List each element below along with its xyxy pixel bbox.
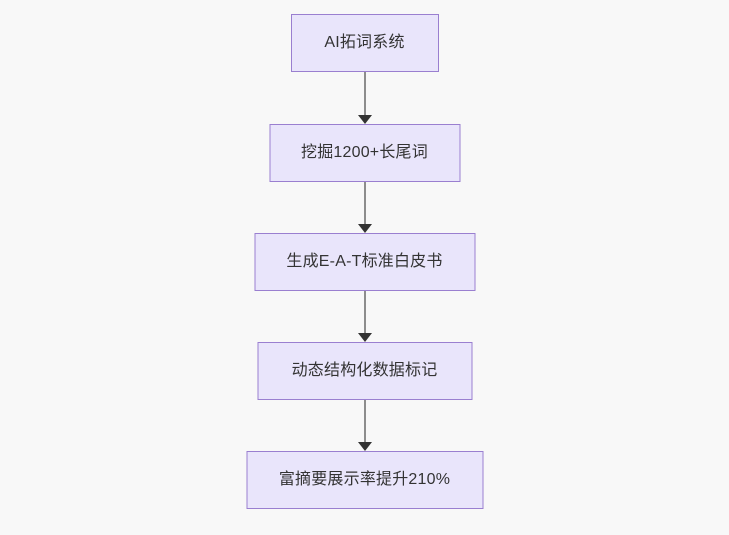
edge-line xyxy=(363,291,366,333)
edge-arrowhead-icon xyxy=(357,115,372,124)
edge-n2-n3 xyxy=(357,182,372,233)
edge-arrowhead-icon xyxy=(357,333,372,342)
edge-arrowhead-icon xyxy=(357,442,372,451)
flowchart-node-dynamic-structured-data-markup[interactable]: 动态结构化数据标记 xyxy=(257,342,472,400)
node-label: 挖掘1200+长尾词 xyxy=(301,144,428,161)
node-label: 生成E-A-T标准白皮书 xyxy=(286,253,443,270)
edge-n3-n4 xyxy=(357,291,372,342)
node-label: AI拓词系统 xyxy=(324,34,405,51)
node-label: 富摘要展示率提升210% xyxy=(278,471,451,488)
flowchart-node-ai-keyword-system[interactable]: AI拓词系统 xyxy=(290,14,439,72)
edge-arrowhead-icon xyxy=(357,224,372,233)
edge-line xyxy=(363,400,366,442)
edge-n1-n2 xyxy=(357,72,372,124)
flowchart-node-mine-longtail-keywords[interactable]: 挖掘1200+长尾词 xyxy=(269,124,460,182)
flowchart-node-generate-eat-whitepaper[interactable]: 生成E-A-T标准白皮书 xyxy=(254,233,475,291)
edge-n4-n5 xyxy=(357,400,372,451)
flowchart-node-rich-snippet-rate-increase[interactable]: 富摘要展示率提升210% xyxy=(246,451,483,509)
node-label: 动态结构化数据标记 xyxy=(291,362,438,379)
edge-line xyxy=(363,72,366,115)
edge-line xyxy=(363,182,366,224)
